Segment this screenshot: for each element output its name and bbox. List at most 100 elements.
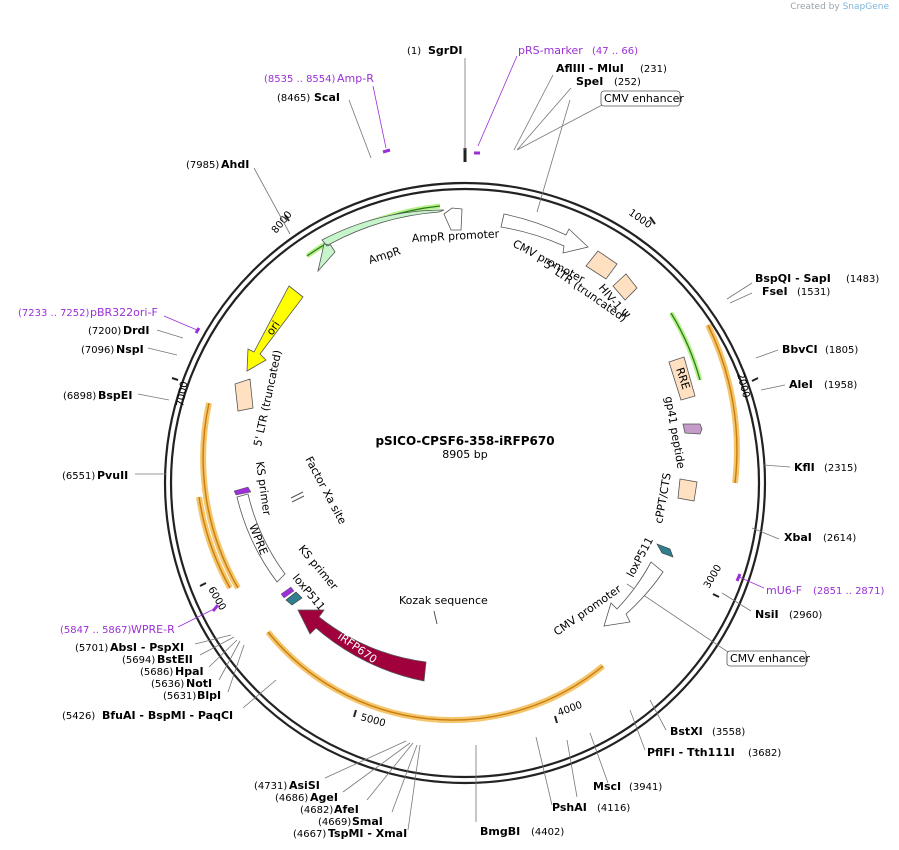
site-pos-drdi: (7200) — [88, 326, 121, 337]
feature-cmv-promoter-2: CMV promoter — [551, 561, 664, 638]
snapgene-watermark: Created by SnapGene — [790, 2, 889, 12]
site-name-pshai: PshAI — [552, 801, 587, 814]
site-pos-bspei: (6898) — [63, 391, 96, 402]
svg-text:Kozak sequence: Kozak sequence — [399, 594, 488, 607]
site-pos-blpi: (5631) — [163, 691, 196, 702]
site-pos-afei: (4682) — [300, 805, 333, 816]
site-pos-sgrdi: (1) — [407, 46, 421, 57]
site-pos-bbvci: (1805) — [825, 345, 858, 356]
feature-kozak: Kozak sequence — [399, 594, 488, 625]
site-pos-msci: (3941) — [629, 782, 662, 793]
site-pos-smai: (4669) — [318, 817, 351, 828]
svg-text:RRE: RRE — [673, 366, 692, 391]
primer-mark-mu6-f — [735, 573, 742, 582]
feature-factor-xa: Factor Xa site — [290, 454, 349, 527]
primers: pRS-marker (47 .. 66) (8535 .. 8554) Amp… — [18, 44, 885, 636]
site-name-msci: MscI — [593, 780, 621, 793]
site-pos-bspqi-sapi: (1483) — [846, 274, 879, 285]
site-name-bbvci: BbvCI — [782, 343, 818, 356]
svg-text:KS primer: KS primer — [253, 461, 273, 517]
svg-text:AmpR promoter: AmpR promoter — [411, 227, 499, 245]
tick-5000 — [353, 709, 357, 718]
site-pos-noti: (5636) — [151, 679, 184, 690]
feature-cmv-promoter-1: CMV promoter — [500, 213, 589, 286]
primer-mark-wpre-r — [211, 604, 220, 612]
site-pos-tspmi-xmai: (4667) — [293, 829, 326, 840]
site-pos-kfli: (2315) — [824, 463, 857, 474]
site-pos-fsei: (1531) — [797, 287, 830, 298]
site-name-nsii: NsiI — [755, 608, 779, 621]
plasmid-name: pSICO-CPSF6-358-iRFP670 — [375, 434, 554, 448]
site-pos-afliii-mlui: (231) — [640, 64, 667, 75]
primer-range-amp-r: (8535 .. 8554) — [264, 74, 336, 85]
primer-name-wpre-r: WPRE-R — [131, 623, 175, 636]
site-name-bstxi: BstXI — [670, 725, 703, 738]
site-pos-pshai: (4116) — [597, 803, 630, 814]
site-name-nspi: NspI — [116, 343, 144, 356]
primer-mark-pbr322ori-f — [194, 327, 201, 334]
site-name-sgrdi: SgrDI — [428, 44, 462, 57]
plasmid-title: pSICO-CPSF6-358-iRFP670 8905 bp — [375, 434, 554, 461]
tick-label-7000: 7000 — [175, 381, 190, 408]
site-name-agei: AgeI — [310, 791, 338, 804]
site-name-fsei: FseI — [762, 285, 788, 298]
site-pos-xbai: (2614) — [823, 533, 856, 544]
site-pos-nspi: (7096) — [81, 345, 114, 356]
site-name-pvuii: PvuII — [97, 469, 128, 482]
svg-text:Factor Xa site: Factor Xa site — [302, 454, 349, 526]
svg-text:gp41 peptide: gp41 peptide — [662, 395, 688, 470]
site-name-afliii-mlui: AflIII - MluI — [556, 62, 624, 75]
primer-mark-amp-r — [382, 148, 391, 154]
site-name-spei: SpeI — [576, 75, 603, 88]
site-name-bspqi-sapi: BspQI - SapI — [755, 272, 831, 285]
site-pos-pflfi-tth111i: (3682) — [748, 748, 781, 759]
site-pos-bstxi: (3558) — [712, 727, 745, 738]
primer-range-wpre-r: (5847 .. 5867) — [60, 625, 132, 636]
tick-7000 — [171, 377, 179, 381]
site-name-hpai: HpaI — [175, 665, 204, 678]
site-pos-alei: (1958) — [824, 380, 857, 391]
primer-range-prs-marker: (47 .. 66) — [592, 46, 638, 57]
site-name-pflfi-tth111i: PflFI - Tth111I — [647, 746, 735, 759]
site-pos-spei: (252) — [614, 77, 641, 88]
tick-label-3000: 3000 — [702, 563, 724, 591]
site-pos-bsteii: (5694) — [122, 655, 155, 666]
feature-rre: RRE — [668, 356, 696, 401]
site-leader-lines — [135, 58, 791, 831]
primer-name-pbr322ori-f: pBR322ori-F — [90, 306, 158, 319]
feature-irfp670: iRFP670 — [297, 609, 427, 682]
feature-cppt: cPPT/CTS — [652, 472, 698, 525]
cmv-enhancer-label-bottom: CMV enhancer — [726, 650, 810, 667]
tick-label-2000: 2000 — [734, 372, 751, 399]
site-name-bfuai: BfuAI - BspMI - PaqCI — [102, 709, 233, 722]
site-name-blpi: BlpI — [197, 689, 221, 702]
plasmid-size: 8905 bp — [442, 448, 487, 461]
site-name-bmgbi: BmgBI — [480, 825, 520, 838]
site-pos-bfuai: (5426) — [62, 711, 95, 722]
site-pos-agei: (4686) — [275, 793, 308, 804]
site-name-bspei: BspEI — [98, 389, 132, 402]
site-name-drdi: DrdI — [123, 324, 150, 337]
site-pos-ahdi: (7985) — [186, 160, 219, 171]
svg-text:CMV enhancer: CMV enhancer — [730, 652, 810, 665]
tick-label-4000: 4000 — [556, 700, 584, 719]
tick-6000 — [199, 582, 207, 587]
site-name-xbai: XbaI — [784, 531, 812, 544]
site-name-noti: NotI — [186, 677, 212, 690]
site-name-bsteii: BstEII — [157, 653, 193, 666]
restriction-site-labels: (1) SgrDI AflIII - MluI (231) SpeI (252)… — [62, 44, 879, 840]
primer-name-prs-marker: pRS-marker — [518, 44, 583, 57]
site-name-asisi: AsiSI — [289, 779, 320, 792]
svg-text:WPRE: WPRE — [246, 522, 270, 557]
tick-label-5000: 5000 — [359, 712, 386, 729]
site-pos-scai: (8465) — [277, 93, 310, 104]
feature-gp41: gp41 peptide — [662, 395, 703, 470]
site-pos-hpai: (5686) — [140, 667, 173, 678]
site-name-absi-pspxi: AbsI - PspXI — [110, 641, 184, 654]
site-name-smai: SmaI — [352, 815, 383, 828]
primer-name-mu6-f: mU6-F — [766, 584, 802, 597]
site-pos-pvuii: (6551) — [62, 471, 95, 482]
tick-3000 — [712, 593, 720, 598]
site-pos-nsii: (2960) — [789, 610, 822, 621]
